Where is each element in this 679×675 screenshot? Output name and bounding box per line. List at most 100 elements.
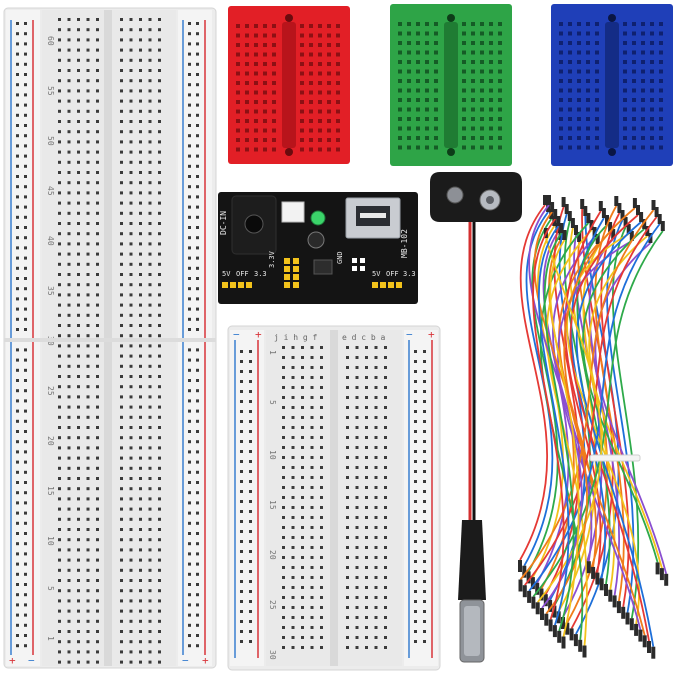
mini-hole <box>407 136 411 140</box>
large-hole <box>58 436 61 440</box>
jumper-pin-head <box>629 231 634 241</box>
large-hole <box>58 497 61 501</box>
large-hole <box>58 191 61 195</box>
large-rail-hole <box>16 644 19 648</box>
half-hole <box>384 516 387 519</box>
jumper-pin-head <box>531 596 536 609</box>
half-hole <box>384 536 387 539</box>
half-rail-hole <box>414 570 417 573</box>
mini-hole <box>309 138 313 142</box>
large-rail-hole <box>16 460 19 464</box>
mini-hole <box>650 126 654 131</box>
large-hole <box>86 120 90 123</box>
large-hole <box>67 58 71 62</box>
half-hole <box>355 576 359 579</box>
large-rail-hole <box>196 236 199 240</box>
large-hole <box>158 630 161 633</box>
mini-hole <box>568 88 572 93</box>
jumper-pin-head <box>530 577 535 590</box>
large-hole <box>148 28 152 32</box>
mini-hole <box>595 31 599 36</box>
large-rail-hole <box>196 22 199 25</box>
jumper-wire <box>528 223 661 592</box>
large-hole <box>96 589 99 593</box>
large-hole <box>58 324 61 327</box>
large-hole <box>158 334 161 338</box>
large-hole <box>67 650 71 654</box>
half-hole <box>320 416 323 419</box>
large-rail-hole <box>188 226 191 229</box>
mini-hole <box>498 60 502 64</box>
half-hole <box>346 566 349 569</box>
large-hole <box>158 150 161 154</box>
half-hole <box>355 406 359 409</box>
jumper-pin-head <box>540 608 544 620</box>
mini-hole <box>425 145 429 150</box>
half-rail-hole <box>240 360 243 363</box>
large-hole <box>120 252 123 256</box>
large-hole <box>129 660 133 664</box>
large-hole <box>77 507 80 511</box>
large-hole <box>86 415 90 419</box>
large-hole <box>67 415 71 419</box>
mini-hole <box>577 136 581 140</box>
large-hole <box>139 181 142 185</box>
large-rail-hole <box>196 501 199 505</box>
large-hole <box>120 548 123 552</box>
mini-hole <box>559 60 563 64</box>
large-hole <box>86 160 90 164</box>
large-hole <box>148 160 152 164</box>
large-hole <box>96 18 99 21</box>
mini-hole <box>318 109 322 114</box>
half-rail-hole <box>423 600 426 603</box>
large-left-plus-symbol: + <box>9 654 16 667</box>
large-hole <box>120 650 123 654</box>
half-hole <box>301 496 304 499</box>
mini-hole <box>623 145 627 150</box>
large-hole <box>139 18 142 21</box>
large-hole <box>67 28 71 32</box>
large-hole <box>77 303 80 307</box>
half-hole <box>365 426 368 429</box>
mini-hole <box>336 100 340 104</box>
mini-hole <box>236 33 240 38</box>
large-rail-hole <box>196 175 199 178</box>
large-hole <box>129 375 133 378</box>
large-hole <box>96 619 99 623</box>
large-hole <box>67 303 71 307</box>
half-hole <box>384 416 387 419</box>
large-hole <box>96 273 99 276</box>
mini-hole <box>236 138 240 142</box>
mini-hole <box>480 79 484 83</box>
mini-blue-mount-hole-bottom <box>608 148 616 156</box>
half-hole <box>346 496 349 499</box>
half-hole <box>320 576 323 579</box>
large-hole <box>148 558 152 562</box>
large-hole <box>77 364 80 368</box>
half-rail-hole <box>414 610 417 613</box>
large-hole <box>120 99 123 103</box>
jumper-pin-head <box>535 602 540 615</box>
half-rail-hole <box>414 380 417 383</box>
large-hole <box>120 589 123 593</box>
large-hole <box>96 497 99 501</box>
large-hole <box>129 538 133 542</box>
large-rail-hole <box>188 593 191 597</box>
half-hole <box>365 376 368 379</box>
large-rail-hole <box>196 409 199 413</box>
large-rail-hole <box>16 83 19 87</box>
right-off-label: OFF <box>386 270 399 278</box>
mini-hole <box>300 128 304 133</box>
half-hole <box>282 616 285 619</box>
large-rail-hole <box>188 277 191 280</box>
large-rail-hole <box>16 572 19 576</box>
half-hole <box>355 506 359 509</box>
mini-hole <box>245 62 249 66</box>
large-hole <box>158 181 161 185</box>
large-hole <box>67 385 71 389</box>
mini-hole <box>568 79 572 83</box>
large-hole <box>86 599 90 603</box>
large-hole <box>58 405 61 409</box>
jumper-pin-head <box>611 229 616 239</box>
large-hole <box>129 446 133 450</box>
